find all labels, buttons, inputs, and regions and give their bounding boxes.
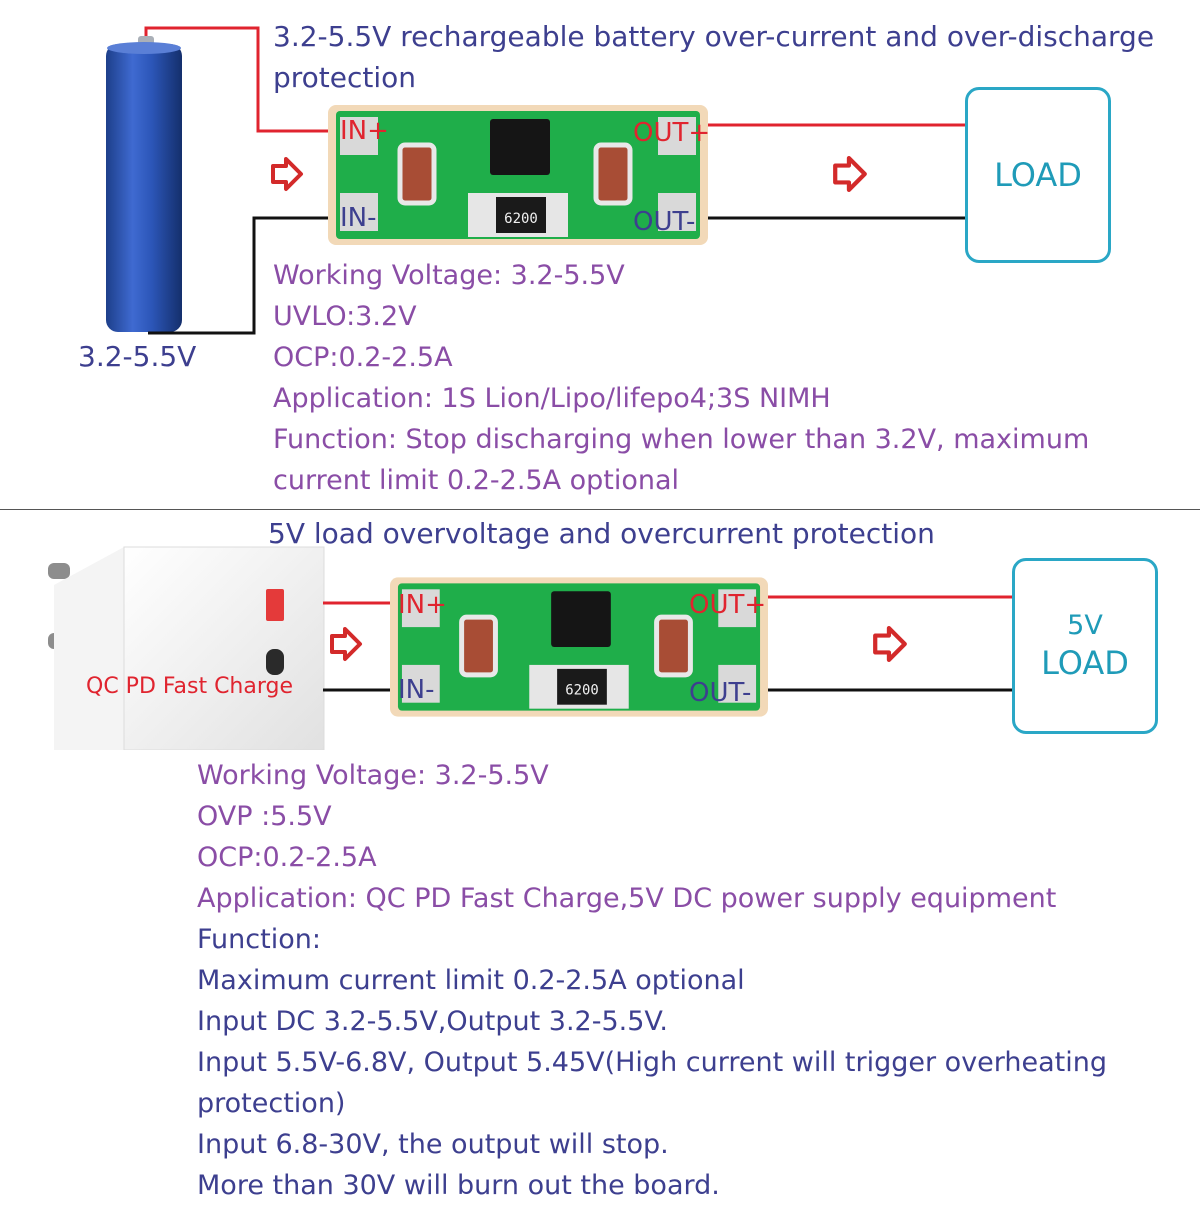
spec-ocp: OCP:0.2-2.5A bbox=[273, 342, 453, 373]
function-line: Input DC 3.2-5.5V,Output 3.2-5.5V. bbox=[197, 1006, 668, 1037]
function-heading: Function: bbox=[197, 924, 321, 955]
chip-marking: 6200 bbox=[504, 211, 538, 227]
pin-in-negative: IN- bbox=[340, 203, 377, 233]
pcb-module-icon: 6200 bbox=[390, 577, 768, 717]
chip-marking: 6200 bbox=[565, 683, 599, 699]
function-line: protection) bbox=[197, 1088, 346, 1119]
arrow-right-icon bbox=[872, 625, 908, 667]
top-positive-wire bbox=[144, 26, 965, 133]
bottom-load-label: LOAD bbox=[1041, 644, 1129, 682]
function-line: More than 30V will burn out the board. bbox=[197, 1170, 720, 1201]
bottom-load-voltage: 5V bbox=[1067, 610, 1103, 641]
battery-icon bbox=[104, 36, 188, 336]
pin-in-positive: IN+ bbox=[398, 590, 447, 620]
pin-out-positive: OUT+ bbox=[633, 118, 711, 148]
pcb-module-icon: 6200 bbox=[328, 105, 708, 245]
function-line: Input 5.5V-6.8V, Output 5.45V(High curre… bbox=[197, 1047, 1108, 1078]
charger-label: QC PD Fast Charge bbox=[86, 674, 294, 699]
pin-in-negative: IN- bbox=[398, 675, 435, 705]
charger-icon bbox=[44, 545, 330, 751]
top-specs: Working Voltage: 3.2-5.5V UVLO:3.2V OCP:… bbox=[273, 255, 1089, 501]
spec-working-voltage: Working Voltage: 3.2-5.5V bbox=[197, 760, 549, 791]
spec-uvlo: UVLO:3.2V bbox=[273, 301, 417, 332]
bottom-title: 5V load overvoltage and overcurrent prot… bbox=[268, 517, 935, 550]
spec-application: Application: 1S Lion/Lipo/lifepo4;3S NIM… bbox=[273, 383, 831, 414]
top-load-label: LOAD bbox=[994, 156, 1082, 194]
bottom-specs: Working Voltage: 3.2-5.5V OVP :5.5V OCP:… bbox=[197, 755, 1107, 1206]
battery-label: 3.2-5.5V bbox=[78, 340, 197, 373]
pin-out-negative: OUT- bbox=[689, 678, 752, 708]
spec-function-cont: current limit 0.2-2.5A optional bbox=[273, 465, 680, 496]
arrow-right-icon bbox=[329, 626, 363, 666]
top-title-line2: protection bbox=[273, 61, 417, 94]
spec-function: Function: Stop discharging when lower th… bbox=[273, 424, 1090, 455]
pin-out-positive: OUT+ bbox=[689, 590, 767, 620]
top-load-box: LOAD bbox=[965, 87, 1111, 263]
spec-ovp: OVP :5.5V bbox=[197, 801, 332, 832]
top-negative-wire bbox=[148, 216, 965, 335]
spec-ocp: OCP:0.2-2.5A bbox=[197, 842, 377, 873]
spec-application: Application: QC PD Fast Charge,5V DC pow… bbox=[197, 883, 1057, 914]
pin-in-positive: IN+ bbox=[340, 116, 389, 146]
function-line: Maximum current limit 0.2-2.5A optional bbox=[197, 965, 745, 996]
function-line: Input 6.8-30V, the output will stop. bbox=[197, 1129, 669, 1160]
arrow-right-icon bbox=[270, 156, 304, 196]
section-divider bbox=[0, 509, 1200, 510]
arrow-right-icon bbox=[832, 155, 868, 197]
spec-working-voltage: Working Voltage: 3.2-5.5V bbox=[273, 260, 625, 291]
top-title-line1: 3.2-5.5V rechargeable battery over-curre… bbox=[273, 20, 1155, 53]
pin-out-negative: OUT- bbox=[633, 207, 696, 237]
bottom-load-box: 5V LOAD bbox=[1012, 558, 1158, 734]
